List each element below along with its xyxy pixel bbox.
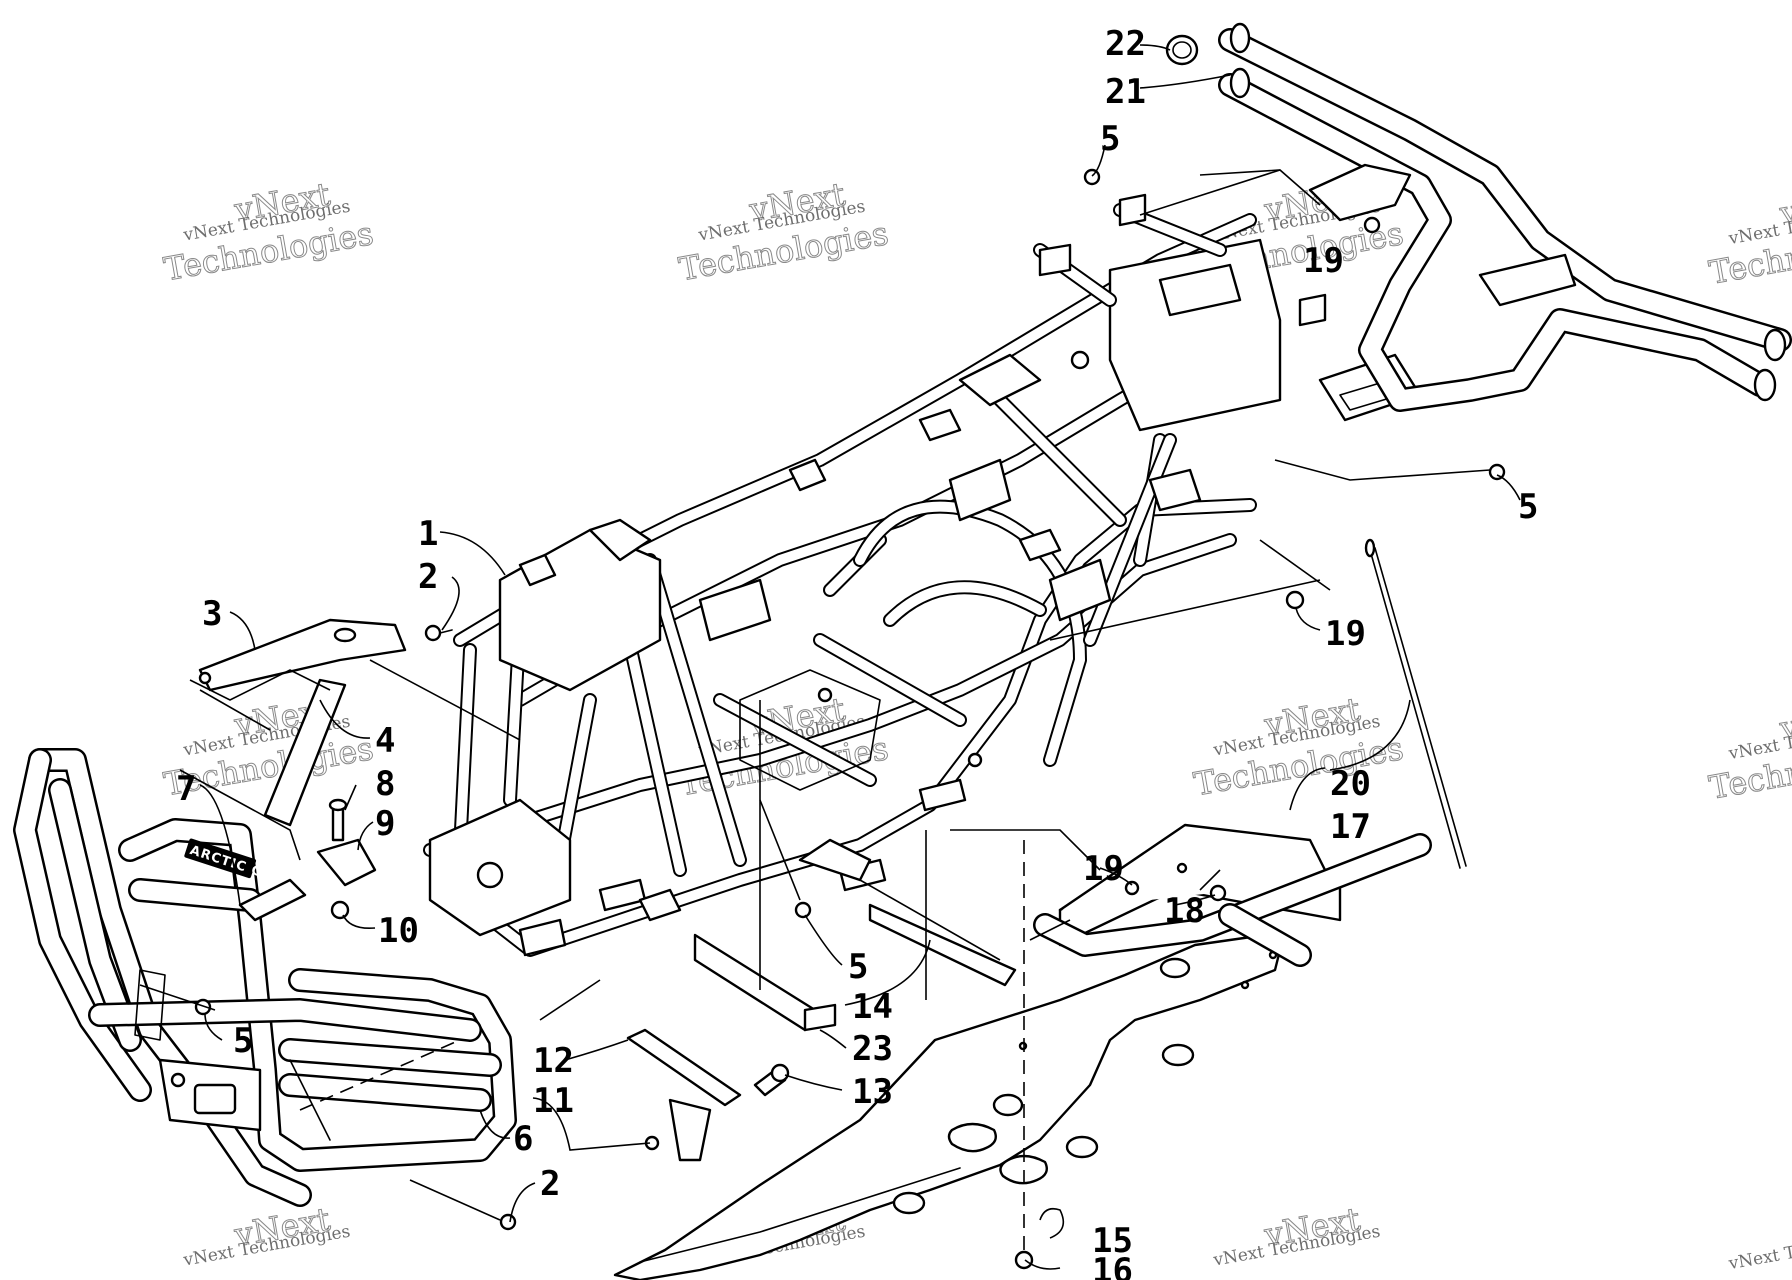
front-bumper: ARCTIC CAT: [13, 748, 517, 1207]
callout-22: 22: [1105, 24, 1146, 64]
watermark: vNext vNext Technologies Technologies: [1191, 690, 1407, 804]
callout-11: 11: [533, 1081, 574, 1121]
skid-plate: [613, 933, 1282, 1280]
callout-16: 16: [1092, 1251, 1133, 1280]
callout-14: 14: [852, 987, 893, 1027]
callout-leaders: [199, 44, 1521, 1270]
callout-12: 12: [533, 1041, 574, 1081]
callout-8: 8: [375, 764, 395, 804]
watermark: vNext vNext Technologies: [1211, 1200, 1382, 1271]
callout-10: 10: [378, 911, 419, 951]
callout-23: 23: [852, 1029, 893, 1069]
guide-lines: [139, 169, 1491, 1250]
callout-18: 18: [1164, 891, 1205, 931]
callout-2-top: 2: [418, 557, 438, 597]
watermark: vNext vNext Technologies Technologies: [676, 175, 892, 289]
brand-badge: [184, 838, 257, 879]
callout-5-right: 5: [1518, 487, 1538, 527]
callout-21: 21: [1105, 72, 1146, 112]
callout-7: 7: [176, 769, 196, 809]
callout-2-bottom: 2: [540, 1164, 560, 1204]
callout-3: 3: [202, 594, 222, 634]
callout-19-lower: 19: [1083, 849, 1124, 889]
callout-5-front: 5: [233, 1021, 253, 1061]
callout-1: 1: [418, 514, 438, 554]
callout-5-mid: 5: [848, 947, 868, 987]
main-frame: [423, 193, 1327, 957]
watermark-partial-small: vNext Tec: [1726, 1239, 1792, 1274]
watermark: vNext vNext Technologies: [181, 1200, 352, 1271]
callout-17: 17: [1330, 807, 1371, 847]
small-parts: [194, 168, 1506, 1270]
watermark-partial: vNe vNext Tec Techn: [1706, 183, 1792, 292]
callout-5-top: 5: [1100, 119, 1120, 159]
rear-handle-bar: [1165, 22, 1792, 422]
watermark-partial: vNe vNext Tec Techn: [1706, 698, 1792, 807]
callout-6: 6: [513, 1119, 533, 1159]
callout-4: 4: [375, 721, 395, 761]
callout-13: 13: [852, 1072, 893, 1112]
callout-19-right: 19: [1325, 614, 1366, 654]
watermark-partial: vNext Tec: [1726, 1239, 1792, 1274]
callout-9: 9: [375, 804, 395, 844]
callout-19-top: 19: [1303, 241, 1344, 281]
watermark: vNext vNext Technologies Technologies: [161, 175, 377, 289]
callout-20: 20: [1330, 764, 1371, 804]
callout-15: 15: [1092, 1221, 1133, 1261]
callout-labels: 1 2 2 3 4 5 5 5 5 6 7 8 9 10 11 12 13 14…: [176, 24, 1538, 1280]
